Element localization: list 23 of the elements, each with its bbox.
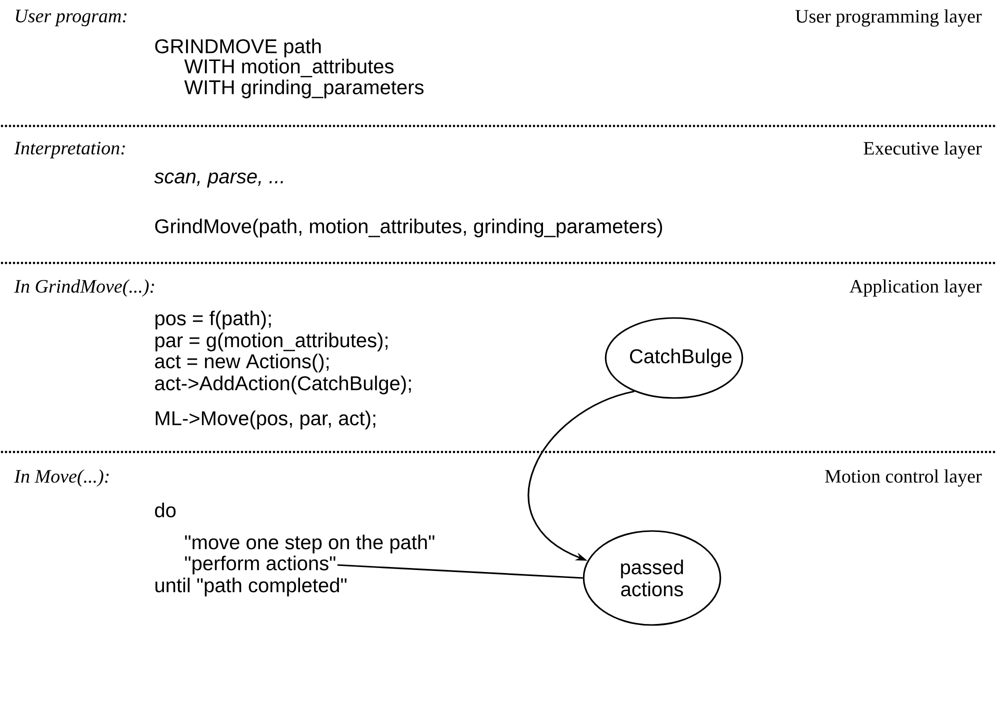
layer-name: Executive layer xyxy=(864,141,982,159)
code-line: do xyxy=(155,502,176,518)
layer-name: User programming layer xyxy=(795,9,982,27)
code-line: ML->Move(pos, par, act); xyxy=(156,410,376,430)
code-line: "perform actions" xyxy=(185,556,336,574)
code-line: scan, parse, ... xyxy=(154,172,283,188)
code-line: "move one step on the path" xyxy=(185,534,434,554)
layer-name: Motion control layer xyxy=(825,469,982,487)
arrow xyxy=(528,390,634,561)
layer-name: Application layer xyxy=(850,279,982,297)
code-line: act->AddAction(CatchBulge); xyxy=(155,376,411,394)
code-line: par = g(motion_attributes); xyxy=(156,332,388,352)
code-line: WITH motion_attributes xyxy=(184,58,394,78)
section-heading: User program: xyxy=(16,10,126,26)
code-line: GrindMove(path, motion_attributes, grinding_parameters) xyxy=(155,218,662,238)
section-heading: Interpretation: xyxy=(14,142,125,158)
code-line: GRINDMOVE path xyxy=(155,38,321,58)
code-line: act = new Actions(); xyxy=(155,354,329,372)
section-heading: In GrindMove(...): xyxy=(14,279,154,297)
code-line: pos = f(path); xyxy=(156,310,271,330)
section-heading: In Move(...): xyxy=(14,469,109,487)
code-line: until "path completed" xyxy=(156,578,346,596)
code-line: WITH grinding_parameters xyxy=(184,80,424,98)
